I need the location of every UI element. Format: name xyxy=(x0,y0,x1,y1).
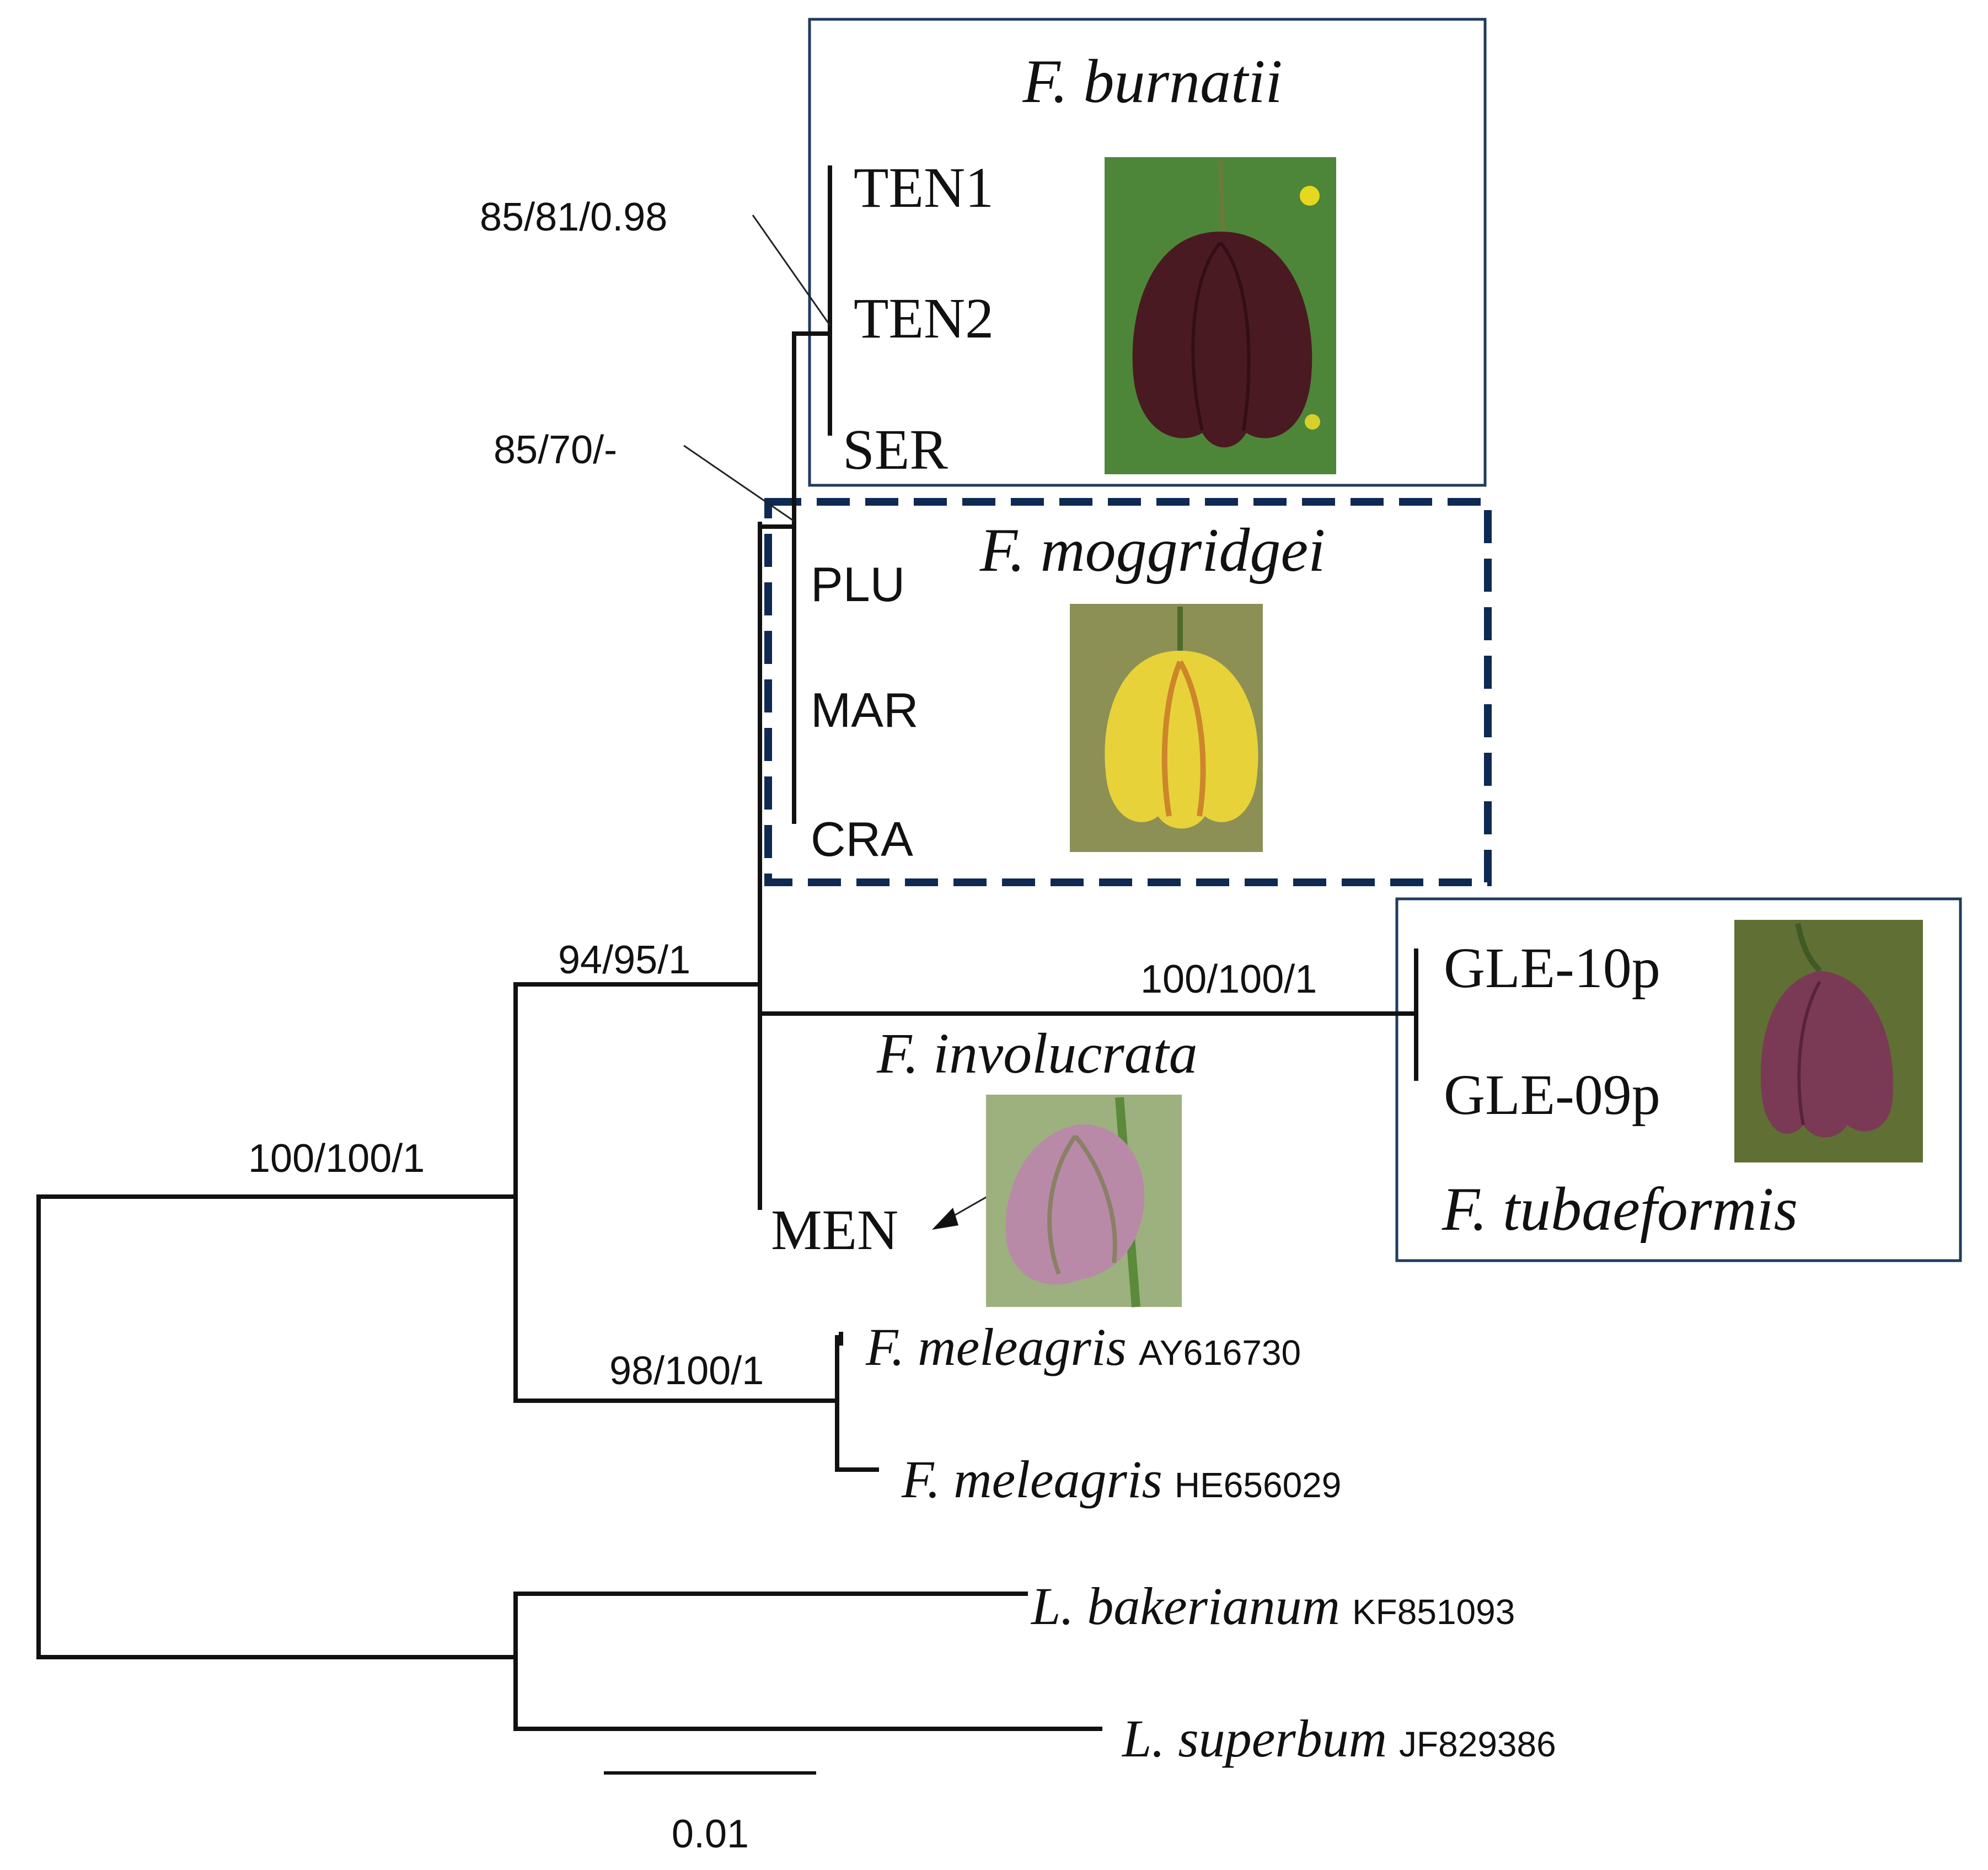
support-root: 100/100/1 xyxy=(248,1137,425,1181)
tip-ten2: TEN2 xyxy=(854,287,994,350)
involucrata-flower-photo xyxy=(986,1095,1182,1308)
tubaeformis-clade-box xyxy=(1395,897,1962,1262)
tip-plu: PLU xyxy=(811,557,905,612)
tip-gle-10p: GLE-10p xyxy=(1444,936,1660,1000)
outgroup-meleagris-he656029: F. meleagris HE656029 xyxy=(901,1450,1341,1509)
support-tubaeformis: 100/100/1 xyxy=(1140,957,1317,1001)
tip-ten1: TEN1 xyxy=(854,156,994,219)
tip-cra: CRA xyxy=(811,812,913,866)
outgroup-accession-label: HE656029 xyxy=(1175,1465,1341,1505)
outgroup-accession-label: AY616730 xyxy=(1139,1333,1301,1373)
moggridgei-title: F. moggridgei xyxy=(979,516,1325,585)
outgroup-accession-label: KF851093 xyxy=(1352,1592,1515,1632)
outgroup-meleagris-ay616730: F. meleagris AY616730 xyxy=(865,1317,1301,1376)
outgroup-species-label: L. bakerianum xyxy=(1030,1577,1340,1636)
support-burnatii: 85/81/0.98 xyxy=(480,195,667,239)
involucrata-title: F. involucrata xyxy=(876,1022,1198,1085)
outgroup-species-label: F. meleagris xyxy=(901,1450,1162,1509)
outgroup-bakerianum-kf851093: L. bakerianum KF851093 xyxy=(1030,1577,1515,1636)
outgroup-species-label: F. meleagris xyxy=(865,1317,1127,1376)
support-burn-mogg: 85/70/- xyxy=(494,428,617,472)
tubaeformis-title: F. tubaeformis xyxy=(1442,1175,1798,1244)
tubaeformis-flower-photo xyxy=(1734,920,1923,1162)
leader-line-burn-mogg-support xyxy=(683,444,795,522)
burnatii-title: F. burnatii xyxy=(1022,47,1283,116)
involucrata-arrow-head xyxy=(932,1208,958,1230)
scale-bar-label: 0.01 xyxy=(672,1812,749,1856)
leader-line-burnatii-support xyxy=(752,215,831,326)
support-fritillaria: 94/95/1 xyxy=(558,938,690,982)
outgroup-superbum-jf829386: L. superbum JF829386 xyxy=(1121,1709,1556,1768)
moggridgei-clade-box xyxy=(764,498,1492,886)
tip-mar: MAR xyxy=(811,683,919,737)
outgroup-accession-label: JF829386 xyxy=(1399,1724,1556,1764)
tree-branches xyxy=(36,165,1418,1731)
burnatii-flower-photo xyxy=(1105,157,1336,474)
moggridgei-flower-photo xyxy=(1070,604,1263,852)
outgroup-species-label: L. superbum xyxy=(1121,1709,1387,1768)
tip-men: MEN xyxy=(771,1198,898,1262)
burnatii-clade-box xyxy=(808,18,1487,487)
support-meleagris: 98/100/1 xyxy=(609,1349,764,1393)
tip-ser: SER xyxy=(843,418,948,481)
tip-gle-09p: GLE-09p xyxy=(1444,1063,1660,1127)
